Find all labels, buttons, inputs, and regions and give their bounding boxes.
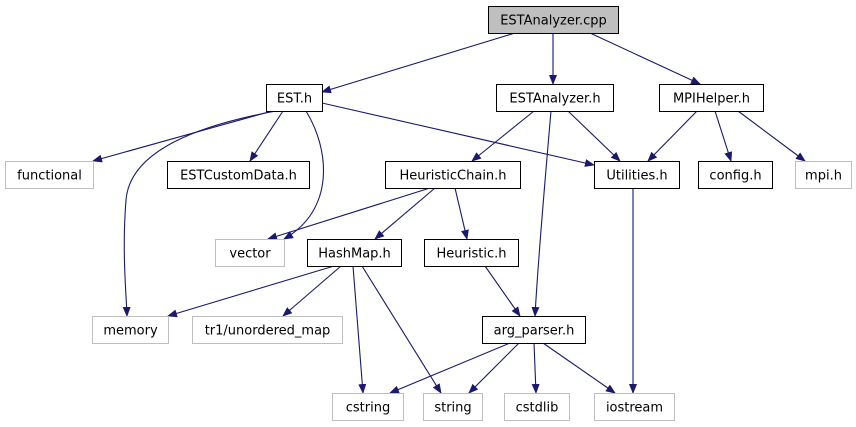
node-label: ESTAnalyzer.cpp xyxy=(500,14,607,29)
edge-heuristicchain-h-to-hashmap-h xyxy=(374,187,436,240)
edge-estanalyzer-h-to-heuristicchain-h xyxy=(471,110,535,162)
node-label: cstdlib xyxy=(516,401,559,416)
edge-est-h-to-estcustomdata-h xyxy=(249,110,284,162)
node-label: Utilities.h xyxy=(606,169,667,184)
node-label: EST.h xyxy=(277,92,312,107)
node-box xyxy=(594,393,675,421)
node-label: arg_parser.h xyxy=(494,324,575,339)
node-box xyxy=(496,84,614,112)
node-utilities-h[interactable]: Utilities.h xyxy=(594,161,680,189)
edge-hashmap-h-to-cstring xyxy=(352,265,367,394)
edge-arg-parser-h-to-string xyxy=(468,342,520,394)
node-string: string xyxy=(423,393,483,421)
edge-mpihelper-h-to-utilities-h xyxy=(647,110,698,162)
node-cstdlib: cstdlib xyxy=(504,393,570,421)
node-label: tr1/unordered_map xyxy=(205,324,331,339)
edge-est-h-to-vector xyxy=(283,110,325,240)
node-est-h[interactable]: EST.h xyxy=(266,84,323,112)
node-box xyxy=(5,161,94,189)
edge-heuristic-h-to-arg-parser-h xyxy=(484,265,521,317)
edge-hashmap-h-to-memory xyxy=(167,265,335,318)
edge-estanalyzer-cpp-to-est-h xyxy=(321,32,516,94)
node-label: memory xyxy=(103,324,158,339)
node-mpihelper-h[interactable]: MPIHelper.h xyxy=(659,84,764,112)
node-label: Heuristic.h xyxy=(437,247,507,262)
node-label: config.h xyxy=(709,169,761,184)
edge-hashmap-h-to-string xyxy=(361,265,442,394)
node-label: iostream xyxy=(606,401,663,416)
edge-estanalyzer-cpp-to-mpihelper-h xyxy=(589,32,701,85)
edge-arg-parser-h-to-cstdlib xyxy=(531,342,540,394)
node-box xyxy=(423,393,483,421)
node-label: vector xyxy=(229,247,271,262)
node-label: string xyxy=(434,401,471,416)
edge-arg-parser-h-to-iostream xyxy=(542,342,616,394)
node-box xyxy=(698,161,773,189)
edge-heuristicchain-h-to-vector xyxy=(267,187,431,241)
node-box xyxy=(167,161,310,189)
node-hashmap-h[interactable]: HashMap.h xyxy=(307,239,402,267)
node-label: functional xyxy=(17,169,82,184)
node-mpi-h: mpi.h xyxy=(795,161,852,189)
node-vector: vector xyxy=(215,239,285,267)
edge-arg-parser-h-to-cstring xyxy=(389,342,511,394)
node-box xyxy=(795,161,852,189)
node-box xyxy=(332,393,404,421)
edge-hashmap-h-to-tr1-unordered-map xyxy=(282,265,342,317)
node-estanalyzer-cpp[interactable]: ESTAnalyzer.cpp xyxy=(488,6,619,34)
node-config-h[interactable]: config.h xyxy=(698,161,773,189)
node-box xyxy=(266,84,323,112)
node-iostream: iostream xyxy=(594,393,675,421)
node-box xyxy=(385,161,521,189)
node-arg-parser-h[interactable]: arg_parser.h xyxy=(482,316,586,344)
node-box xyxy=(424,239,519,267)
node-functional: functional xyxy=(5,161,94,189)
node-cstring: cstring xyxy=(332,393,404,421)
node-estcustomdata-h[interactable]: ESTCustomData.h xyxy=(167,161,310,189)
edge-est-h-to-functional xyxy=(92,110,273,163)
node-box xyxy=(594,161,680,189)
node-box xyxy=(488,6,619,34)
node-label: mpi.h xyxy=(805,169,842,184)
edges-layer xyxy=(92,32,806,394)
edge-est-h-to-utilities-h xyxy=(321,102,595,167)
edge-est-h-to-memory xyxy=(122,110,277,317)
node-box xyxy=(659,84,764,112)
node-box xyxy=(92,316,169,344)
node-label: cstring xyxy=(346,401,390,416)
node-label: HeuristicChain.h xyxy=(399,169,506,184)
node-box xyxy=(482,316,586,344)
node-box xyxy=(192,316,343,344)
node-heuristicchain-h[interactable]: HeuristicChain.h xyxy=(385,161,521,189)
node-box xyxy=(504,393,570,421)
edge-estanalyzer-h-to-arg-parser-h xyxy=(531,110,552,317)
node-label: ESTAnalyzer.h xyxy=(509,92,600,107)
node-memory: memory xyxy=(92,316,169,344)
node-label: HashMap.h xyxy=(318,247,391,262)
edge-heuristicchain-h-to-heuristic-h xyxy=(454,187,469,240)
node-label: MPIHelper.h xyxy=(673,92,750,107)
node-box xyxy=(307,239,402,267)
edge-mpihelper-h-to-mpi-h xyxy=(737,110,806,162)
node-label: ESTCustomData.h xyxy=(180,169,297,184)
node-estanalyzer-h[interactable]: ESTAnalyzer.h xyxy=(496,84,614,112)
edge-mpihelper-h-to-config-h xyxy=(714,110,733,162)
node-box xyxy=(215,239,285,267)
node-heuristic-h[interactable]: Heuristic.h xyxy=(424,239,519,267)
edge-estanalyzer-h-to-utilities-h xyxy=(567,110,621,162)
node-tr1-unordered-map: tr1/unordered_map xyxy=(192,316,343,344)
